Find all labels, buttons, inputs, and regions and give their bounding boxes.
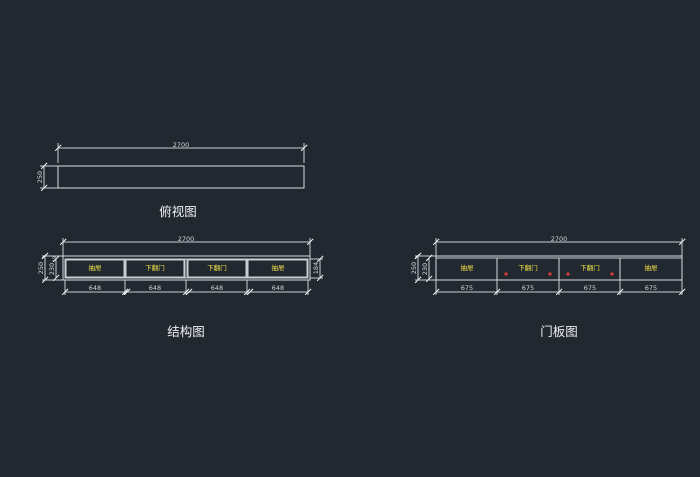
structure-side-dimension: 184 — [310, 255, 324, 282]
structure-compartment-1: 抽屉 — [65, 259, 125, 278]
top-view-title: 俯视图 — [159, 204, 197, 219]
top-view-outline — [57, 165, 305, 189]
structure-side-value: 184 — [312, 262, 320, 274]
compartment-label: 下翻门 — [207, 263, 227, 272]
compartment-dim: 648 — [272, 284, 284, 292]
compartment-dim: 648 — [149, 284, 161, 292]
top-view-depth-dimension: 250 — [36, 162, 58, 192]
structure-view: 2700 250 230 18 184 — [37, 235, 324, 339]
door-inner-height-dimension: 230 — [421, 254, 433, 283]
structure-width-dimension: 2700 — [59, 235, 314, 256]
door-width-value: 2700 — [551, 235, 568, 243]
top-view-width-value: 2700 — [173, 141, 190, 149]
door-panel-label: 抽屉 — [461, 263, 475, 272]
structure-compartment-4: 抽屉 — [247, 259, 308, 278]
door-panel-dim: 675 — [584, 284, 596, 292]
structure-compartment-2: 下翻门 — [125, 259, 185, 278]
hinge-mark-icon — [504, 272, 508, 276]
top-view: 2700 250 俯视图 — [36, 141, 308, 219]
structure-outer-height-dimension: 250 — [37, 252, 63, 284]
compartment-dim: 648 — [89, 284, 101, 292]
door-panel-label: 下翻门 — [518, 263, 538, 272]
structure-top-panel-value: 18 — [52, 256, 58, 262]
top-view-width-dimension: 2700 — [54, 141, 308, 163]
door-outer-height-dimension: 250 — [410, 252, 436, 284]
door-outer-height-value: 250 — [410, 262, 418, 274]
structure-outline — [62, 255, 311, 281]
door-panel-dimensions: 675 675 675 675 — [432, 280, 686, 296]
compartment-label: 抽屉 — [272, 263, 286, 272]
compartment-dim: 648 — [211, 284, 223, 292]
structure-compartment-dimensions: 648 648 648 648 — [61, 280, 312, 296]
door-view: 2700 250 230 抽屉 下翻门 下翻门 抽屉 — [410, 235, 686, 339]
hinge-mark-icon — [610, 272, 614, 276]
door-width-dimension: 2700 — [432, 235, 686, 256]
structure-width-value: 2700 — [178, 235, 195, 243]
door-panel-dim: 675 — [461, 284, 473, 292]
structure-inner-height-dimension: 230 18 — [48, 255, 60, 282]
structure-compartment-3: 下翻门 — [187, 259, 247, 278]
door-panel-dim: 675 — [645, 284, 657, 292]
door-view-title: 门板图 — [540, 324, 578, 339]
top-view-depth-value: 250 — [36, 171, 44, 183]
compartment-label: 抽屉 — [89, 263, 103, 272]
door-panel-label: 抽屉 — [645, 263, 659, 272]
structure-inner-outline — [64, 258, 309, 279]
structure-inner-height-value: 230 — [48, 263, 56, 275]
door-inner-height-value: 230 — [421, 263, 429, 275]
door-panel-dim: 675 — [522, 284, 534, 292]
hinge-mark-icon — [566, 272, 570, 276]
compartment-label: 下翻门 — [145, 263, 165, 272]
door-panel-label: 下翻门 — [580, 263, 600, 272]
structure-view-title: 结构图 — [167, 324, 205, 339]
structure-outer-height-value: 250 — [37, 262, 45, 274]
hinge-mark-icon — [548, 272, 552, 276]
